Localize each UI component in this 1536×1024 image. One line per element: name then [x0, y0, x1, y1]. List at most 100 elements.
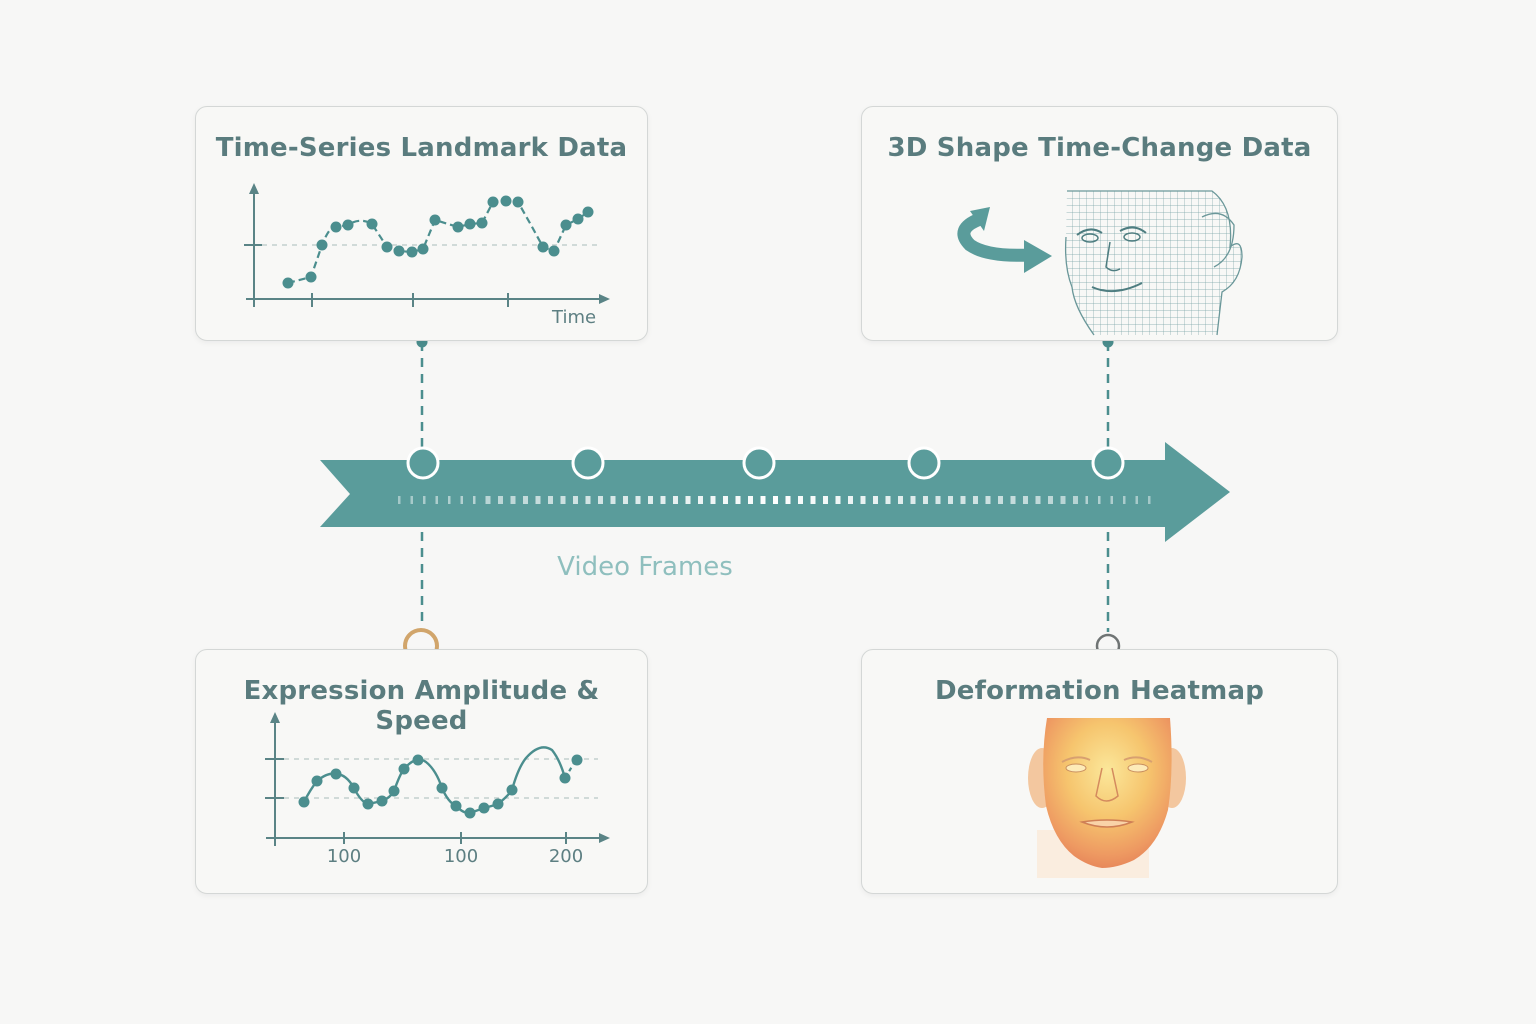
frame-tick [898, 496, 903, 504]
landmark-chart [244, 183, 610, 307]
expression-tick-label: 200 [548, 846, 584, 867]
expression-point [376, 795, 388, 807]
expression-point [436, 782, 448, 794]
frame-tick [710, 496, 716, 504]
frame-tick [423, 496, 426, 504]
landmark-point [572, 213, 584, 225]
frame-tick [610, 496, 616, 504]
frame-tick [948, 496, 953, 504]
frame-tick [473, 496, 476, 504]
frame-tick [573, 496, 578, 504]
landmark-panel: Time-Series Landmark Data [195, 106, 648, 341]
frame-tick [860, 496, 866, 504]
frame-tick [660, 496, 666, 504]
landmark-point [330, 221, 342, 233]
timeline-node[interactable] [1091, 446, 1125, 480]
frame-tick [810, 496, 816, 504]
frame-tick [1098, 496, 1101, 504]
expression-point [571, 754, 583, 766]
frame-tick [1123, 496, 1126, 504]
frame-tick [510, 496, 516, 504]
frame-tick [998, 496, 1003, 504]
timeline-node[interactable] [907, 446, 941, 480]
frame-tick [460, 496, 463, 504]
frame-tick [735, 496, 741, 504]
landmark-point [381, 241, 393, 253]
landmark-points [282, 195, 594, 289]
frame-tick [623, 496, 628, 504]
frame-tick [698, 496, 703, 504]
timeline-node[interactable] [406, 446, 440, 480]
landmark-point [512, 196, 524, 208]
expression-point [298, 796, 310, 808]
landmark-x-axis-label: Time [552, 307, 597, 328]
frame-tick [823, 496, 828, 504]
landmark-point [342, 219, 354, 231]
frame-tick [1110, 496, 1113, 504]
timeline-nodes [406, 446, 1125, 480]
timeline-node[interactable] [571, 446, 605, 480]
landmark-point [464, 218, 476, 230]
frame-tick [923, 496, 928, 504]
expression-point [559, 772, 571, 784]
landmark-point [305, 271, 317, 283]
frame-tick [1148, 496, 1151, 504]
expression-axes [265, 712, 610, 846]
frame-tick [935, 496, 941, 504]
frame-tick [448, 496, 451, 504]
rotation-arrow-icon [957, 207, 1052, 273]
landmark-point [548, 245, 560, 257]
frame-tick [685, 496, 691, 504]
timeline-label: Video Frames [557, 552, 733, 582]
frame-tick [485, 496, 491, 504]
expression-point [330, 768, 342, 780]
frame-tick [535, 496, 541, 504]
frame-tick [598, 496, 603, 504]
frame-tick [1060, 496, 1066, 504]
frame-tick [960, 496, 966, 504]
landmark-point [429, 214, 441, 226]
expression-point [492, 798, 504, 810]
frame-tick [560, 496, 566, 504]
frame-tick [910, 496, 916, 504]
frame-tick [498, 496, 503, 504]
expression-point [464, 807, 476, 819]
frame-tick [1048, 496, 1053, 504]
frame-tick [1135, 496, 1138, 504]
expression-point [362, 798, 374, 810]
expression-panel: Expression Amplitude & Speed [195, 649, 648, 894]
frame-tick [985, 496, 991, 504]
frame-tick [1073, 496, 1078, 504]
expression-point [478, 802, 490, 814]
frame-tick [398, 496, 401, 504]
frame-tick [585, 496, 591, 504]
heatmap-panel-title: Deformation Heatmap [934, 676, 1265, 706]
landmark-axes [244, 183, 610, 307]
expression-point [450, 800, 462, 812]
timeline-node[interactable] [742, 446, 776, 480]
frame-tick [798, 496, 803, 504]
expression-point [311, 775, 323, 787]
frame-tick [973, 496, 978, 504]
landmark-point [487, 196, 499, 208]
timeline-arrow [320, 442, 1230, 542]
frame-tick [835, 496, 841, 504]
landmark-point [500, 195, 512, 207]
landmark-point [406, 246, 418, 258]
frame-tick [885, 496, 891, 504]
frame-tick [410, 496, 413, 504]
landmark-point [582, 206, 594, 218]
expression-series-line [302, 746, 567, 815]
expression-point [506, 784, 518, 796]
frame-tick [648, 496, 653, 504]
frame-tick [848, 496, 853, 504]
frame-tick [673, 496, 678, 504]
frame-tick [1023, 496, 1028, 504]
frame-tick [748, 496, 753, 504]
expression-point [348, 782, 360, 794]
frame-tick [1035, 496, 1041, 504]
expression-panel-title: Expression Amplitude & Speed [243, 676, 600, 736]
frame-tick [435, 496, 438, 504]
